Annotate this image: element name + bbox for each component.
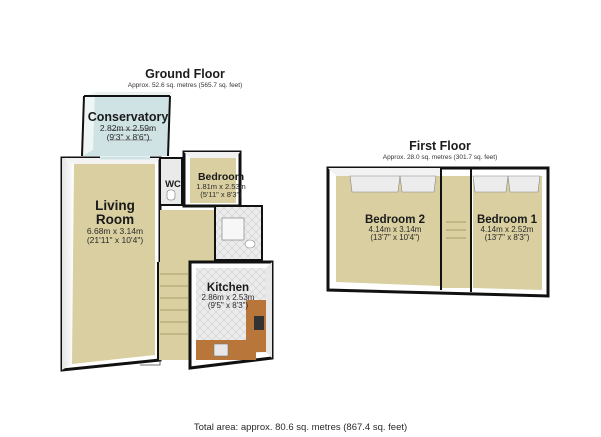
ground-floor-heading: Ground Floor Approx. 52.6 sq. metres (56…: [100, 67, 270, 89]
first-floor-area: Approx. 28.0 sq. metres (301.7 sq. feet): [382, 154, 498, 161]
conservatory-imperial: (9'3" x 8'6"): [106, 132, 150, 143]
bedroom-2-name: Bedroom 2: [364, 214, 426, 226]
living-room-label: Living Room 6.68m x 3.14m (21'11" x 10'4…: [70, 198, 160, 246]
landing-area: [440, 168, 472, 292]
conservatory-room: [81, 92, 172, 157]
ground-floor-plan: [60, 92, 274, 372]
living-room: [60, 156, 162, 372]
bedroom-2-imperial: (13'7" x 10'4"): [370, 233, 420, 243]
bedroom-1-imperial: (13'7" x 8'3"): [484, 233, 530, 243]
wc-room: [159, 157, 183, 206]
bedroom-2-room: [328, 168, 440, 286]
total-area-text: Total area: approx. 80.6 sq. metres (867…: [193, 422, 408, 433]
first-floor-heading: First Floor Approx. 28.0 sq. metres (301…: [340, 139, 540, 161]
ground-bedroom-label: Bedroom 1.81m x 2.53m (5'11" x 8'3"): [183, 171, 259, 199]
conservatory-name: Conservatory: [87, 110, 169, 124]
hall-area: [157, 210, 215, 360]
living-room-metric: 6.68m x 3.14m: [86, 226, 144, 237]
ground-bedroom-metric: 1.81m x 2.53m: [196, 182, 246, 192]
bedroom-2-metric: 4.14m x 3.14m: [368, 225, 422, 235]
kitchen-room: [188, 260, 274, 370]
wc-label: WC: [158, 180, 188, 190]
conservatory-metric: 2.82m x 2.59m: [99, 123, 157, 134]
kitchen-imperial: (9'5" x 8'3"): [207, 301, 249, 311]
living-room-imperial: (21'11" x 10'4"): [86, 235, 144, 246]
ground-bedroom-imperial: (5'11" x 8'3"): [200, 189, 242, 199]
kitchen-label: Kitchen 2.86m x 2.53m (9'5" x 8'3"): [188, 282, 268, 311]
ground-floor-area: Approx. 52.6 sq. metres (565.7 sq. feet): [127, 82, 243, 89]
bedroom-2-label: Bedroom 2 4.14m x 3.14m (13'7" x 10'4"): [352, 214, 438, 243]
first-floor-title: First Floor: [409, 139, 471, 153]
living-room-name-line1: Living: [95, 198, 135, 213]
living-room-name-line2: Room: [95, 212, 135, 228]
bedroom-1-metric: 4.14m x 2.52m: [480, 225, 534, 235]
ground-bedroom-name: Bedroom: [197, 171, 245, 183]
shower-room: [214, 205, 263, 261]
bedroom-1-room: [472, 175, 542, 290]
bedroom-1-name: Bedroom 1: [476, 214, 538, 226]
conservatory-label: Conservatory 2.82m x 2.59m (9'3" x 8'6"): [78, 110, 178, 143]
kitchen-metric: 2.86m x 2.53m: [201, 293, 255, 303]
kitchen-name: Kitchen: [206, 282, 250, 294]
bedroom-1-label: Bedroom 1 4.14m x 2.52m (13'7" x 8'3"): [470, 214, 544, 243]
wc-name: WC: [165, 179, 181, 190]
first-floor-plan: [326, 166, 550, 298]
ground-floor-title: Ground Floor: [145, 67, 225, 81]
